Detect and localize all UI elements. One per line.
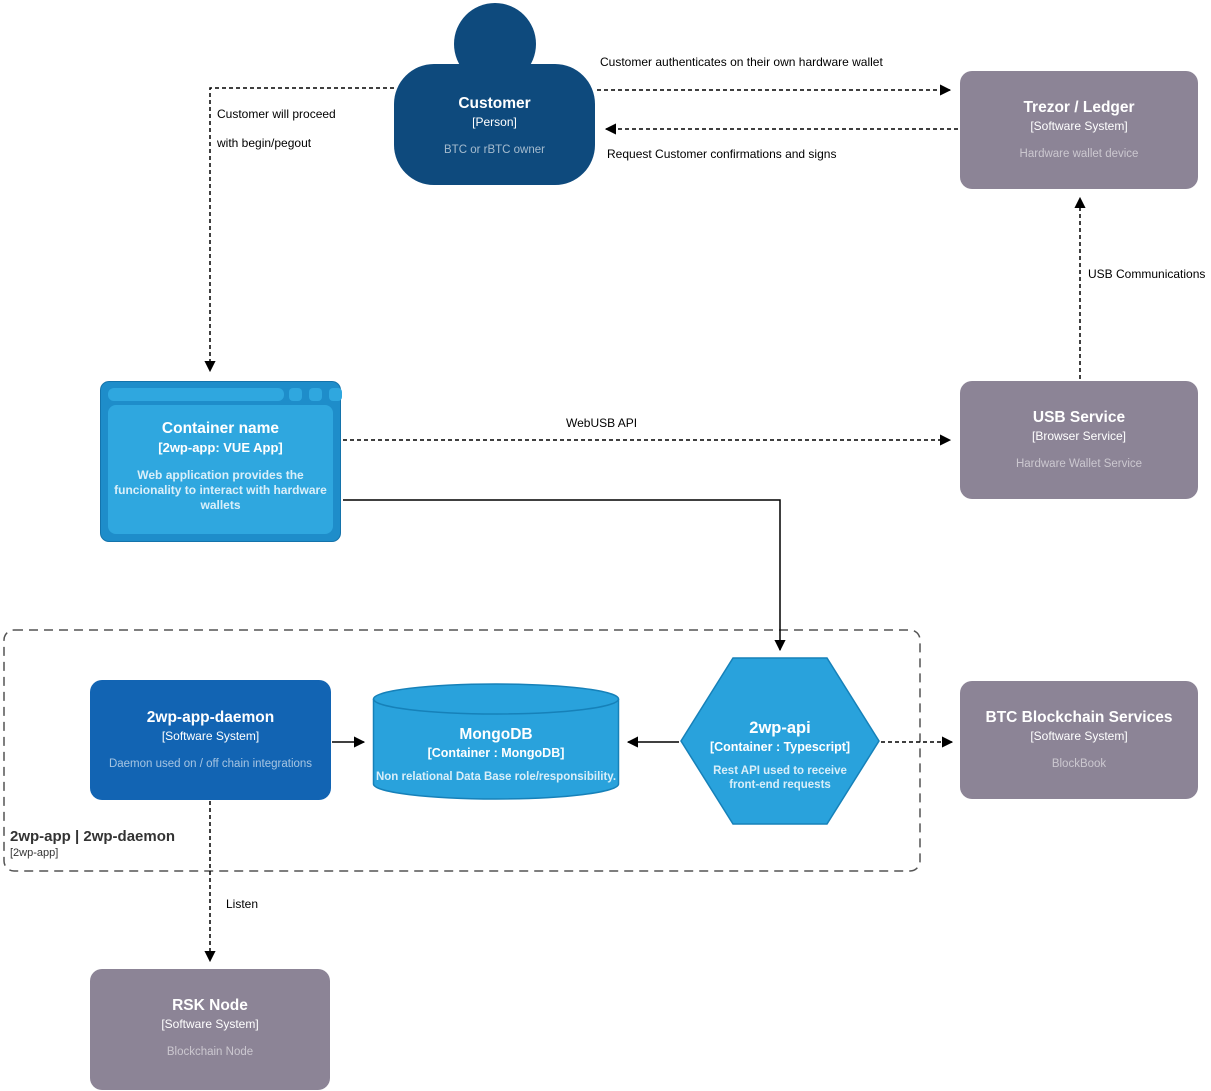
node-type: [Browser Service]	[1031, 428, 1127, 443]
node-type: [Software System]	[161, 728, 260, 743]
node-title: USB Service	[1032, 409, 1126, 426]
browser-window-button-icon	[329, 388, 342, 401]
boundary-title: 2wp-app | 2wp-daemon	[10, 828, 176, 845]
node-type: [Software System]	[1030, 728, 1128, 743]
node-description: Rest API used to receive front-end reque…	[713, 764, 847, 792]
node-description: Hardware Wallet Service	[1015, 458, 1143, 471]
database-cylinder-icon	[372, 683, 620, 800]
node-description: Web application provides the funcionalit…	[114, 468, 327, 513]
node-description: BlockBook	[1051, 758, 1107, 771]
node-2wp-app-daemon: 2wp-app-daemon [Software System] Daemon …	[90, 680, 331, 800]
browser-content: Container name [2wp-app: VUE App] Web ap…	[108, 405, 333, 534]
node-description: Daemon used on / off chain integrations	[108, 758, 313, 771]
node-text: 2wp-api [Container : Typescript] Rest AP…	[680, 657, 880, 793]
node-title: RSK Node	[172, 997, 248, 1014]
edge-label-authenticate: Customer authenticates on their own hard…	[600, 55, 883, 69]
node-title: Customer	[458, 95, 531, 112]
hexagon-shape-icon	[680, 657, 880, 825]
edge-label-proceed-2: with begin/pegout	[217, 136, 312, 150]
node-description: Blockchain Node	[166, 1046, 254, 1059]
node-title: Container name	[161, 420, 280, 437]
node-type: [Software System]	[1030, 118, 1128, 133]
node-container-name: Container name [2wp-app: VUE App] Web ap…	[100, 381, 342, 542]
edge-proceed	[204, 87, 394, 373]
node-type: [2wp-app: VUE App]	[158, 439, 283, 455]
browser-window-button-icon	[289, 388, 302, 401]
node-title: MongoDB	[459, 726, 533, 743]
edge-label-proceed-1: Customer will proceed	[217, 107, 336, 121]
node-description: Hardware wallet device	[1019, 148, 1139, 161]
edge-label-request-confirm: Request Customer confirmations and signs	[607, 147, 837, 161]
node-btc-blockchain-services: BTC Blockchain Services [Software System…	[960, 681, 1198, 799]
node-title: 2wp-api	[749, 719, 811, 737]
edge-label-listen: Listen	[226, 897, 259, 911]
boundary-2wp-app	[3, 629, 921, 872]
node-description: BTC or rBTC owner	[444, 144, 545, 157]
node-title: 2wp-app-daemon	[146, 709, 275, 726]
node-title: Trezor / Ledger	[1023, 99, 1135, 116]
node-type: [Software System]	[161, 1016, 259, 1031]
node-customer: Customer [Person] BTC or rBTC owner	[394, 64, 595, 185]
node-title: BTC Blockchain Services	[985, 709, 1173, 726]
edge-label-usb-communications: USB Communications	[1088, 267, 1206, 281]
boundary-label: 2wp-app | 2wp-daemon [2wp-app]	[10, 828, 175, 859]
browser-address-bar	[108, 388, 284, 401]
edge-label-webusb-api: WebUSB API	[566, 416, 638, 430]
edge-webapp-to-api	[343, 499, 786, 652]
node-2wp-api: 2wp-api [Container : Typescript] Rest AP…	[680, 657, 880, 825]
node-type: [Container : MongoDB]	[427, 745, 565, 760]
node-text: MongoDB [Container : MongoDB] Non relati…	[372, 682, 620, 784]
node-mongodb: MongoDB [Container : MongoDB] Non relati…	[372, 682, 620, 801]
node-rsk-node: RSK Node [Software System] Blockchain No…	[90, 969, 330, 1090]
node-type: [Person]	[472, 114, 517, 129]
node-description: Non relational Data Base role/responsibi…	[375, 770, 617, 783]
browser-window-button-icon	[309, 388, 322, 401]
node-usb-service: USB Service [Browser Service] Hardware W…	[960, 381, 1198, 499]
node-trezor-ledger: Trezor / Ledger [Software System] Hardwa…	[960, 71, 1198, 189]
boundary-type: [2wp-app]	[10, 847, 59, 859]
node-type: [Container : Typescript]	[709, 739, 851, 754]
